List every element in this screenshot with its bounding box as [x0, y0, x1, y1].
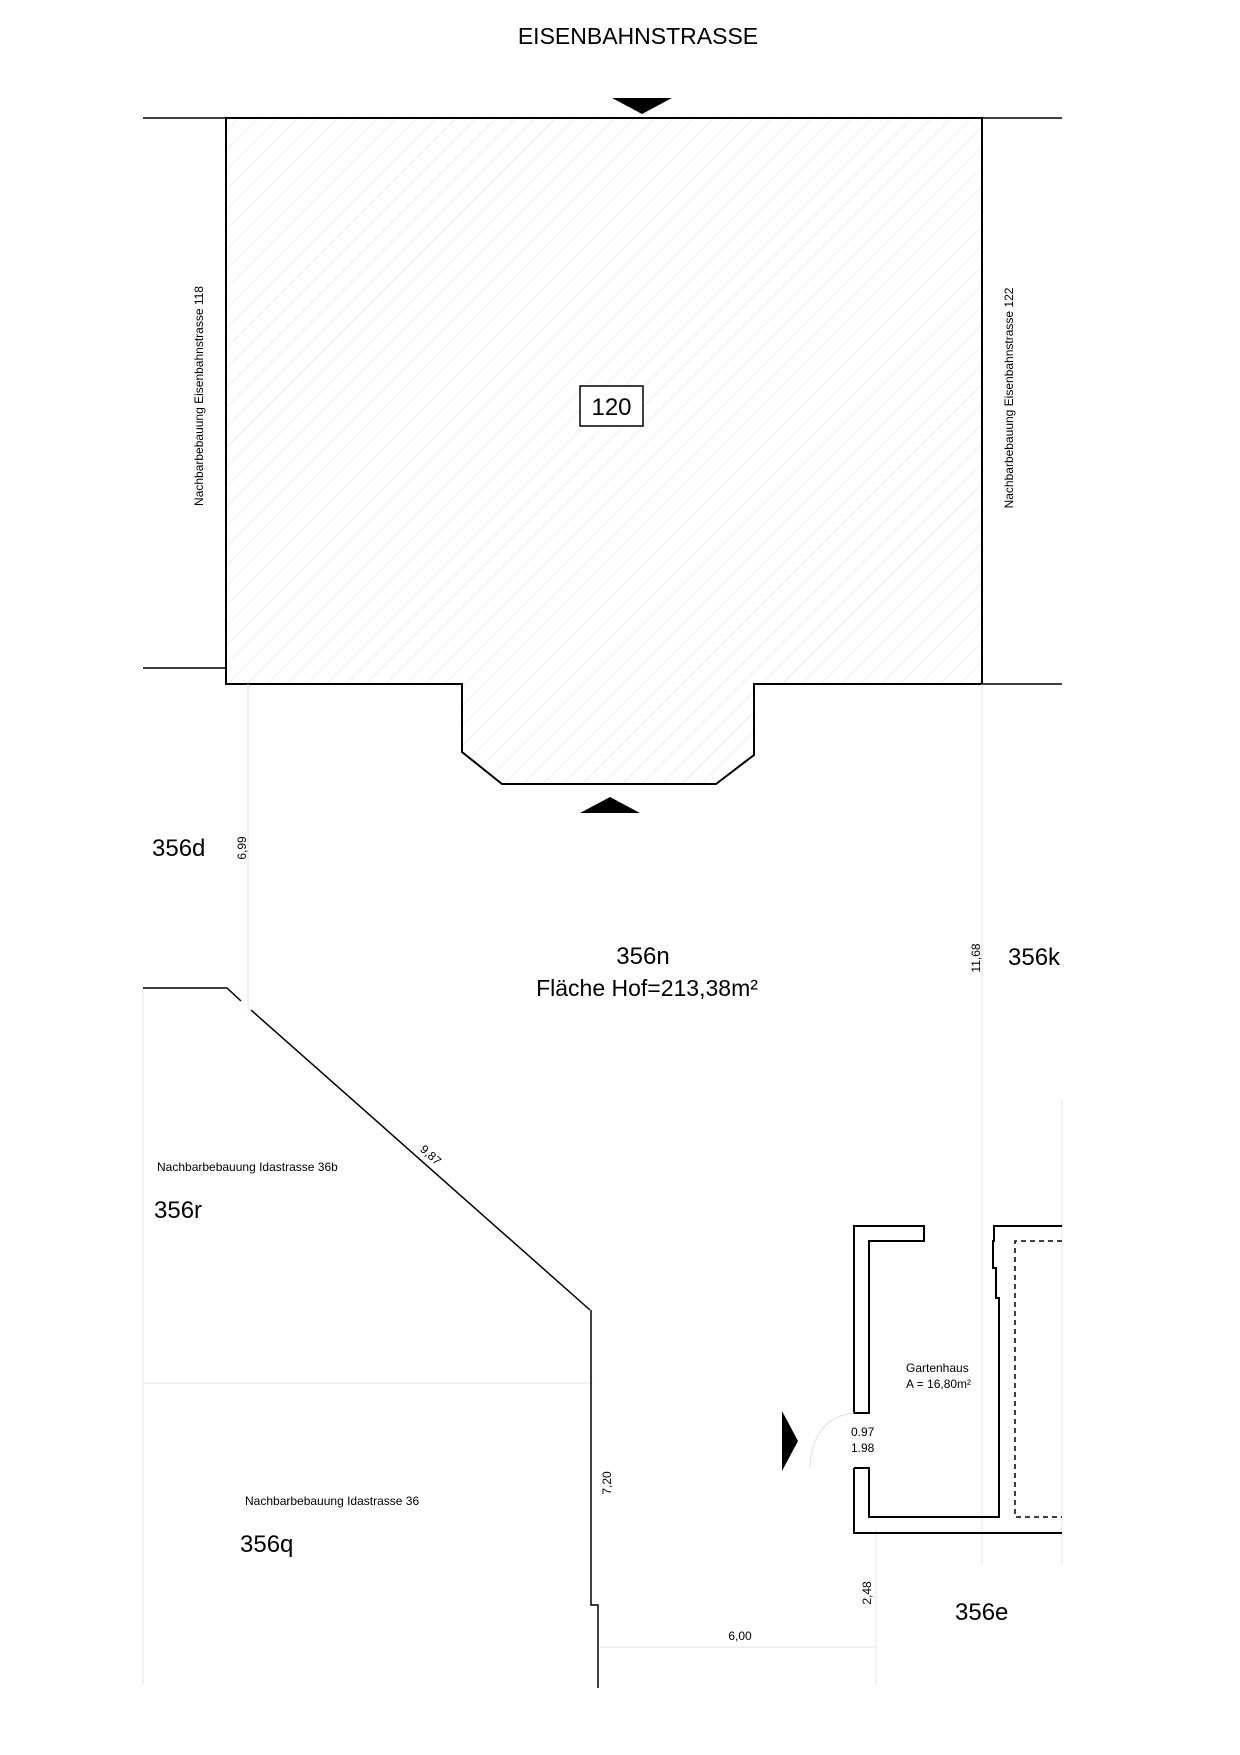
gartenhaus-entrance-arrow-icon	[782, 1411, 798, 1471]
dimension-gartenhaus-offset: 2,48	[860, 1581, 874, 1605]
gartenhaus-dashed-outline	[1014, 1240, 1062, 1518]
parcel-356k: 356k	[1008, 944, 1061, 971]
parcel-356n: 356n	[616, 943, 669, 970]
lower-vertical-boundary	[590, 1310, 599, 1688]
building-footprint	[225, 117, 983, 785]
gartenhaus-name: Gartenhaus	[906, 1361, 969, 1375]
gartenhaus-door-width: 0.97	[851, 1425, 875, 1439]
diagonal-boundary	[250, 1009, 591, 1311]
building-number-box	[579, 385, 644, 427]
dimension-left-vertical: 6,99	[235, 836, 249, 860]
parcel-356d: 356d	[152, 835, 205, 862]
neighbor-label-eisenbahnstrasse-118: Nachbarbebauung Eisenbahnstrasse 118	[192, 286, 206, 506]
neighbor-label-idastrasse-36: Nachbarbebauung Idastrasse 36	[245, 1494, 419, 1508]
dimension-diagonal: 9,87	[417, 1142, 444, 1168]
parcel-356e: 356e	[955, 1599, 1008, 1626]
entrance-arrow-bottom-icon	[580, 797, 640, 813]
gartenhaus-door-height: 1.98	[851, 1441, 875, 1455]
dimension-lower-vertical: 7,20	[600, 1471, 614, 1495]
dimension-right-vertical: 11,68	[969, 943, 983, 972]
gartenhaus-wall-main	[853, 1225, 1062, 1534]
building-number: 120	[591, 394, 631, 421]
courtyard-area: Fläche Hof=213,38m²	[536, 975, 758, 1001]
entrance-arrow-top-icon	[612, 98, 672, 114]
gartenhaus-area: A = 16,80m²	[906, 1377, 971, 1391]
dimension-bottom-horizontal: 6,00	[728, 1629, 752, 1643]
neighbor-label-idastrasse-36b: Nachbarbebauung Idastrasse 36b	[157, 1160, 338, 1174]
parcel-356r: 356r	[154, 1197, 202, 1224]
street-name: EISENBAHNSTRASSE	[518, 23, 758, 49]
gartenhaus-door-swing	[809, 1412, 855, 1469]
parcel-356q: 356q	[240, 1531, 293, 1558]
neighbor-36b-boundary	[143, 987, 242, 1002]
neighbor-label-eisenbahnstrasse-122: Nachbarbebauung Eisenbahnstrasse 122	[1002, 287, 1016, 508]
